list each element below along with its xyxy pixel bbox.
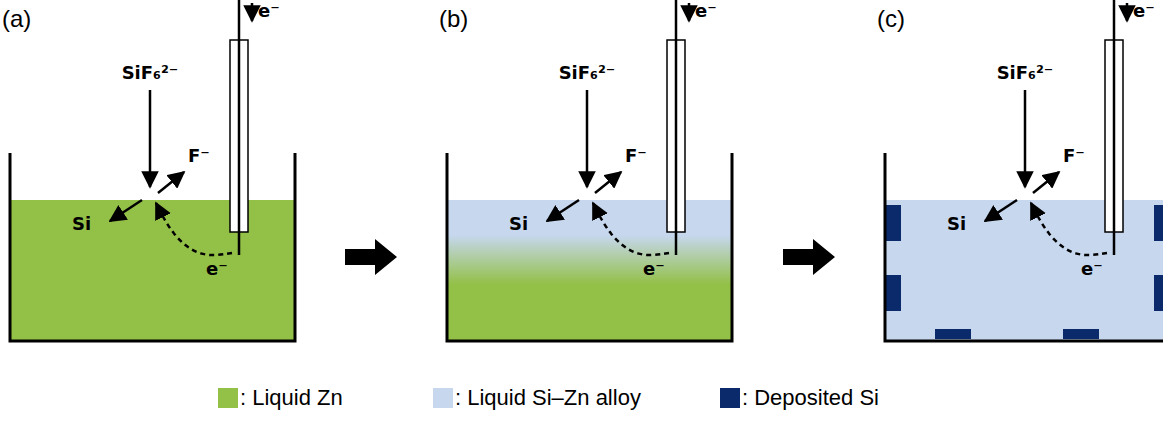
panel-label: (b) [439,6,468,32]
electron-path [593,203,669,255]
anion-label: SiF₆²⁻ [122,62,179,84]
step-arrow [783,239,835,275]
liquid-metal [10,200,295,341]
deposited-si [885,275,901,311]
reaction-arrow [547,200,579,221]
liquid-metal [447,200,732,341]
crucible [447,153,732,341]
anion-label: SiF₆²⁻ [559,62,616,84]
reaction-arrow [985,200,1017,221]
panel-label: (c) [877,6,905,32]
reaction-arrow [1126,3,1129,21]
deposited-si [885,205,901,241]
silicon-label: Si [947,213,966,235]
cell-panel [885,0,1163,341]
cell-panel [10,0,295,341]
anion-label: SiF₆²⁻ [997,62,1054,84]
panel-label: (a) [2,6,31,32]
reaction-arrow [158,172,184,193]
reaction-arrow [149,90,152,187]
electron-path [1031,203,1107,255]
legend-text: : Deposited Si [742,385,879,411]
electron-label: e⁻ [643,258,665,280]
electron-label: e⁻ [258,0,280,22]
legend-swatch [433,388,453,408]
cell-panel [447,0,732,341]
electrode-wire [675,0,678,255]
deposited-si [1063,329,1099,339]
reaction-arrow [1024,90,1027,187]
silicon-label: Si [509,213,528,235]
electrode-wire [238,0,241,255]
electron-path [156,203,232,255]
electron-label: e⁻ [1133,0,1155,22]
fluoride-label: F⁻ [1063,145,1085,167]
silicon-label: Si [72,213,91,235]
deposited-si [935,329,971,339]
legend-swatch [720,388,740,408]
crucible [10,153,295,341]
reaction-arrow [595,172,621,193]
electron-label: e⁻ [1081,258,1103,280]
legend-swatch [218,388,238,408]
reaction-arrow [251,3,254,21]
reaction-arrow [110,200,142,221]
electron-label: e⁻ [695,0,717,22]
fluoride-label: F⁻ [625,145,647,167]
reaction-arrow [586,90,589,187]
deposited-si [1154,205,1163,241]
step-arrow [345,239,397,275]
deposited-si [1154,275,1163,311]
reaction-arrow [688,3,691,21]
fluoride-label: F⁻ [188,145,210,167]
reaction-arrow [1033,172,1059,193]
legend-text: : Liquid Zn [240,385,343,411]
legend-text: : Liquid Si–Zn alloy [455,385,641,411]
electrode-wire [1113,0,1116,255]
electron-label: e⁻ [206,258,228,280]
